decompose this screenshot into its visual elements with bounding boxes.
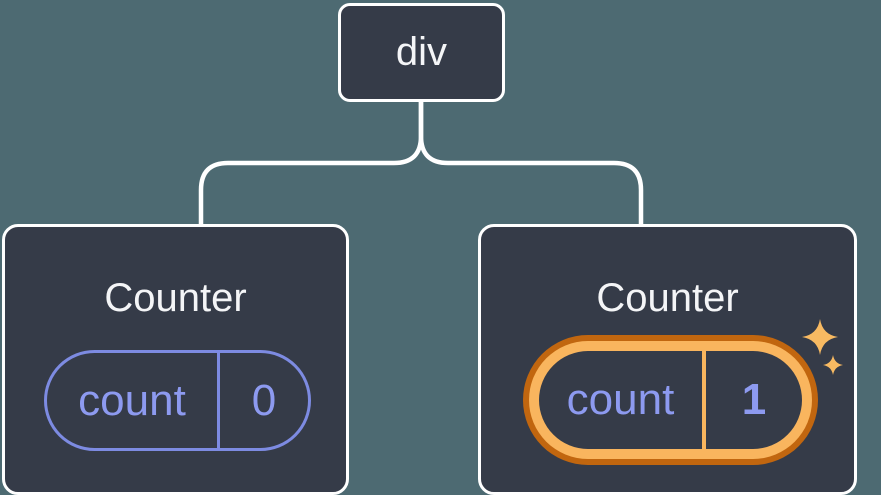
- state-value: 1: [741, 375, 767, 424]
- state-pill-highlight-inner-ring: count 1: [529, 341, 812, 459]
- connector-right-branch: [418, 99, 644, 229]
- component-title: Counter: [596, 276, 739, 320]
- counter-card-right: Counter count 1: [478, 224, 857, 495]
- state-pill: count 0: [44, 350, 311, 451]
- state-key: count: [78, 375, 186, 425]
- state-key: count: [566, 375, 675, 424]
- state-pill-highlight-ring: count 1: [523, 335, 818, 465]
- tree-node-div-label: div: [395, 30, 448, 74]
- connector-left-branch: [198, 99, 424, 229]
- state-pill: count 1: [539, 351, 802, 449]
- counter-card-left: Counter count 0: [2, 224, 349, 495]
- tree-node-div: div: [338, 3, 505, 102]
- component-title: Counter: [104, 276, 247, 320]
- pill-divider: [217, 353, 220, 448]
- pill-divider: [702, 351, 706, 449]
- state-value: 0: [251, 375, 277, 425]
